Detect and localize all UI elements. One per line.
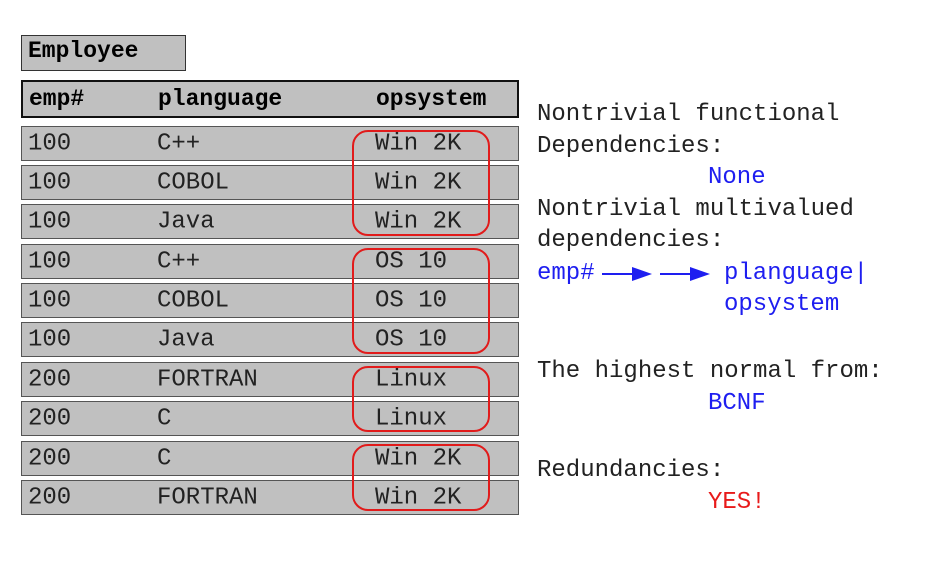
table-title: Employee — [21, 35, 186, 71]
cell-planguage: FORTRAN — [157, 366, 258, 393]
cell-emp: 100 — [28, 326, 72, 353]
table-row: 200 C Linux — [21, 401, 519, 436]
cell-planguage: C++ — [157, 130, 201, 157]
cell-opsystem: Win 2K — [375, 169, 462, 196]
mvd-label-line1: Nontrivial multivalued — [537, 196, 854, 223]
cell-opsystem: OS 10 — [375, 287, 448, 314]
cell-opsystem: Win 2K — [375, 208, 462, 235]
cell-planguage: Java — [157, 326, 215, 353]
header-opsystem: opsystem — [376, 86, 487, 112]
table-row: 100 Java Win 2K — [21, 204, 519, 239]
redundancies-value: YES! — [708, 489, 766, 516]
cell-emp: 200 — [28, 366, 72, 393]
normal-form-label: The highest normal from: — [537, 358, 883, 385]
cell-emp: 100 — [28, 248, 72, 275]
cell-emp: 200 — [28, 445, 72, 472]
multivalued-double-arrow-icon — [602, 267, 710, 281]
table-row: 200 C Win 2K — [21, 441, 519, 476]
cell-planguage: C — [157, 445, 172, 472]
cell-opsystem: Win 2K — [375, 484, 462, 511]
cell-opsystem: OS 10 — [375, 326, 448, 353]
opsystem-group-win2k-outline — [352, 130, 490, 236]
mvd-lhs: emp# — [537, 260, 595, 287]
cell-planguage: C — [157, 405, 172, 432]
cell-opsystem: Win 2K — [375, 130, 462, 157]
cell-planguage: COBOL — [157, 287, 230, 314]
header-planguage: planguage — [158, 86, 283, 112]
cell-emp: 100 — [28, 169, 72, 196]
mvd-rhs-line2: opsystem — [724, 291, 840, 318]
opsystem-group-linux-outline — [352, 366, 490, 432]
cell-emp: 200 — [28, 484, 72, 511]
cell-opsystem: OS 10 — [375, 248, 448, 275]
opsystem-group-os10-outline — [352, 248, 490, 354]
table-row: 100 COBOL OS 10 — [21, 283, 519, 318]
cell-planguage: COBOL — [157, 169, 230, 196]
normal-form-value: BCNF — [708, 390, 766, 417]
cell-emp: 100 — [28, 208, 72, 235]
redundancies-label: Redundancies: — [537, 457, 725, 484]
table-row: 100 COBOL Win 2K — [21, 165, 519, 200]
fd-value: None — [708, 164, 766, 191]
cell-emp: 100 — [28, 287, 72, 314]
cell-emp: 100 — [28, 130, 72, 157]
fd-label-line1: Nontrivial functional — [537, 101, 840, 128]
opsystem-group-win2k-outline-2 — [352, 444, 490, 511]
table-row: 100 Java OS 10 — [21, 322, 519, 357]
cell-opsystem: Win 2K — [375, 445, 462, 472]
cell-opsystem: Linux — [375, 405, 448, 432]
cell-planguage: Java — [157, 208, 215, 235]
cell-planguage: FORTRAN — [157, 484, 258, 511]
mvd-rhs-line1: planguage| — [724, 260, 869, 287]
cell-emp: 200 — [28, 405, 72, 432]
mvd-label-line2: dependencies: — [537, 227, 725, 254]
table-header-row: emp# planguage opsystem — [21, 80, 519, 118]
header-emp: emp# — [29, 86, 85, 112]
cell-planguage: C++ — [157, 248, 201, 275]
fd-label-line2: Dependencies: — [537, 133, 725, 160]
cell-opsystem: Linux — [375, 366, 448, 393]
